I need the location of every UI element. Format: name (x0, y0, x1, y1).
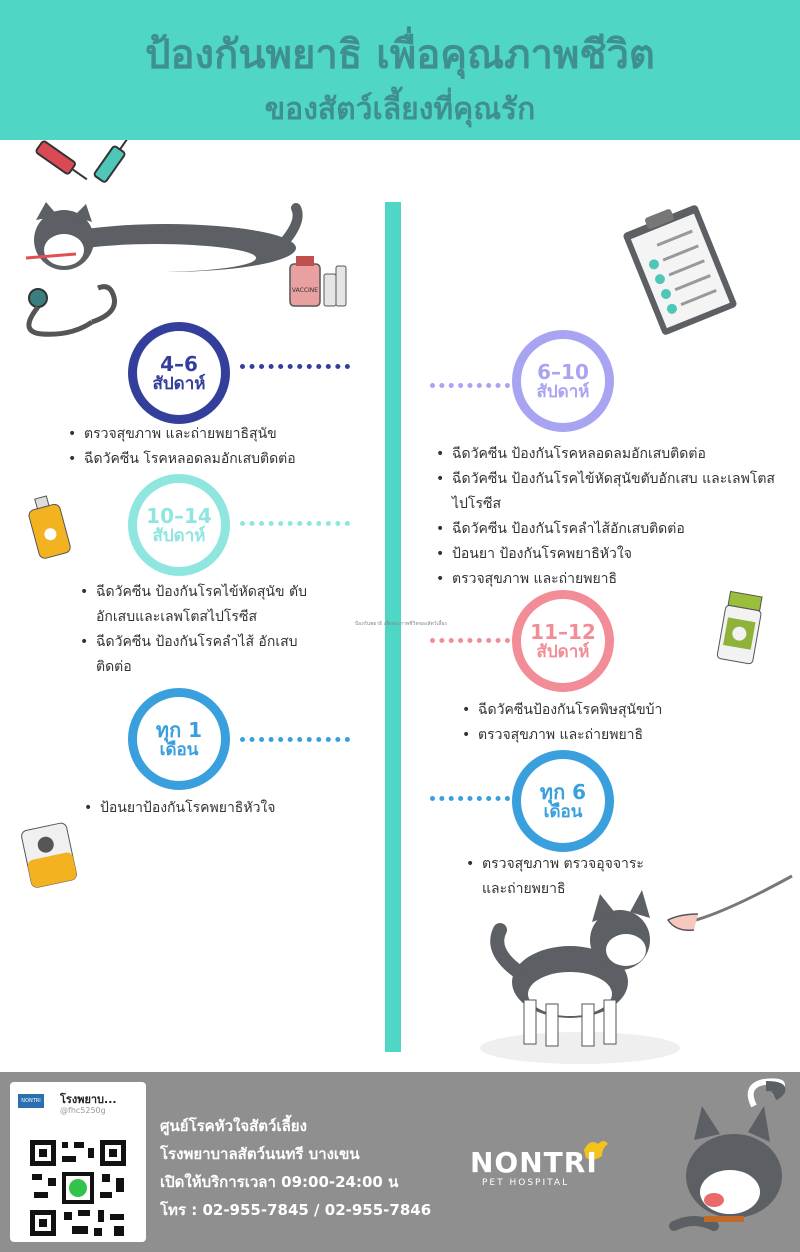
list-11-12: ฉีดวัคซีนป้องกันโรคพิษสุนัขบ้า ตรวจสุขภา… (462, 698, 762, 748)
list-6-10: ฉีดวัคซีน ป้องกันโรคหลอดลมอักเสบติดต่อ ฉ… (436, 442, 776, 592)
stage-unit: สัปดาห์ (536, 381, 590, 402)
qr-account-id: @fhc5250g (60, 1106, 106, 1115)
stage-every-1-month: ทุก 1 เดือน (128, 688, 230, 790)
stage-unit: สัปดาห์ (152, 373, 206, 394)
clipboard-illustration (623, 205, 737, 335)
list-item: ฉีดวัคซีนป้องกันโรคพิษสุนัขบ้า (462, 698, 762, 723)
tiny-caption: ป้องกันพยาธิ เพื่อคุณภาพชีวิตของสัตว์เลี… (355, 621, 447, 627)
list-item: ฉีดวัคซีน ป้องกันโรคลำไส้อักเสบติดต่อ (436, 517, 776, 542)
stethoscope-illustration (26, 284, 117, 337)
connector-11-12 (430, 638, 510, 643)
brand-logo: NONTRI (470, 1146, 598, 1179)
stage-label: 10–14 (146, 503, 212, 528)
vaccine-bottles-illustration: VACCINE (289, 256, 347, 307)
stage-label: 11–12 (530, 619, 596, 644)
brand-subtitle: PET HOSPITAL (482, 1178, 570, 1188)
list-item: ตรวจสุขภาพ และถ่ายพยาธิ (462, 723, 762, 748)
hospital-mini-logo: NONTRI (18, 1094, 44, 1108)
hospital-name: โรงพยาบาลสัตว์นนทรี บางเขน (160, 1145, 360, 1163)
pill-bottle-illustration (716, 590, 763, 665)
qr-account-name: โรงพยาบ... (60, 1093, 117, 1106)
clinic-center-name: ศูนย์โรคหัวใจสัตว์เลี้ยง (160, 1117, 307, 1135)
vaccine-label: VACCINE (292, 287, 318, 294)
stage-unit: เดือน (543, 801, 583, 822)
pet-food-pouch-illustration (21, 822, 77, 888)
stage-4-6-weeks: 4–6 สัปดาห์ (128, 322, 230, 424)
qr-code-icon[interactable] (28, 1138, 128, 1238)
page-title: ป้องกันพยาธิ เพื่อคุณภาพชีวิต (145, 32, 655, 78)
phone-numbers[interactable]: โทร : 02-955-7845 / 02-955-7846 (160, 1201, 432, 1219)
timeline-spine (385, 202, 401, 1052)
header-banner: ป้องกันพยาธิ เพื่อคุณภาพชีวิต ของสัตว์เล… (0, 0, 800, 140)
stage-label: ทุก 1 (155, 717, 203, 742)
stage-every-6-months: ทุก 6 เดือน (512, 750, 614, 852)
line-qr-card[interactable]: NONTRI โรงพยาบ... @fhc5250g (10, 1082, 146, 1242)
stage-11-12-weeks: 11–12 สัปดาห์ (512, 590, 614, 692)
list-item: ฉีดวัคซีน ป้องกันโรคหลอดลมอักเสบติดต่อ (436, 442, 776, 467)
happy-dog-illustration (480, 874, 793, 1064)
contact-info: ศูนย์โรคหัวใจสัตว์เลี้ยง โรงพยาบาลสัตว์น… (160, 1112, 431, 1224)
opening-hours: เปิดให้บริการเวลา 09:00-24:00 น (160, 1173, 399, 1191)
connector-1-month (240, 737, 350, 742)
stage-label: 6–10 (537, 359, 589, 384)
stage-label: 4–6 (160, 351, 198, 376)
shampoo-bottle-illustration (28, 495, 71, 559)
list-item: ป้อนยา ป้องกันโรคพยาธิหัวใจ (436, 542, 776, 567)
list-item: ฉีดวัคซีน ป้องกันโรคไข้หัดสุนัขตับอักเสบ… (436, 467, 776, 517)
stage-6-10-weeks: 6–10 สัปดาห์ (512, 330, 614, 432)
stage-10-14-weeks: 10–14 สัปดาห์ (128, 474, 230, 576)
list-item: ฉีดวัคซีน โรคหลอดลมอักเสบติดต่อ (68, 447, 368, 472)
connector-6-months (430, 796, 510, 801)
stage-unit: สัปดาห์ (152, 525, 206, 546)
list-item: ฉีดวัคซีน ป้องกันโรคลำไส้ อักเสบติดต่อ (80, 630, 316, 680)
list-item: ตรวจสุขภาพ ตรวจอุจจาระ และถ่ายพยาธิ (466, 852, 646, 902)
connector-4-6 (240, 364, 350, 369)
brand-bird-icon (584, 1141, 608, 1160)
list-6-months: ตรวจสุขภาพ ตรวจอุจจาระ และถ่ายพยาธิ (466, 852, 646, 902)
footer: NONTRI โรงพยาบ... @fhc5250g ศูนย์โรคหัวใ… (0, 1072, 800, 1252)
list-item: ตรวจสุขภาพ และถ่ายพยาธิสุนัข (68, 422, 368, 447)
list-item: ตรวจสุขภาพ และถ่ายพยาธิ (436, 567, 776, 592)
list-4-6: ตรวจสุขภาพ และถ่ายพยาธิสุนัข ฉีดวัคซีน โ… (68, 422, 368, 472)
stage-unit: เดือน (159, 739, 199, 760)
list-item: ป้อนยาป้องกันโรคพยาธิหัวใจ (84, 796, 364, 821)
page-subtitle: ของสัตว์เลี้ยงที่คุณรัก (264, 92, 536, 127)
connector-10-14 (240, 521, 350, 526)
list-item: ฉีดวัคซีน ป้องกันโรคไข้หัดสุนัข ตับอักเส… (80, 580, 316, 630)
syringe-illustration (35, 140, 129, 183)
stage-unit: สัปดาห์ (536, 641, 590, 662)
list-10-14: ฉีดวัคซีน ป้องกันโรคไข้หัดสุนัข ตับอักเส… (80, 580, 316, 680)
sick-cat-illustration (25, 202, 303, 272)
list-1-month: ป้อนยาป้องกันโรคพยาธิหัวใจ (84, 796, 364, 821)
connector-6-10 (430, 383, 510, 388)
jumping-dog-illustration (669, 1078, 786, 1231)
stage-label: ทุก 6 (539, 779, 587, 804)
